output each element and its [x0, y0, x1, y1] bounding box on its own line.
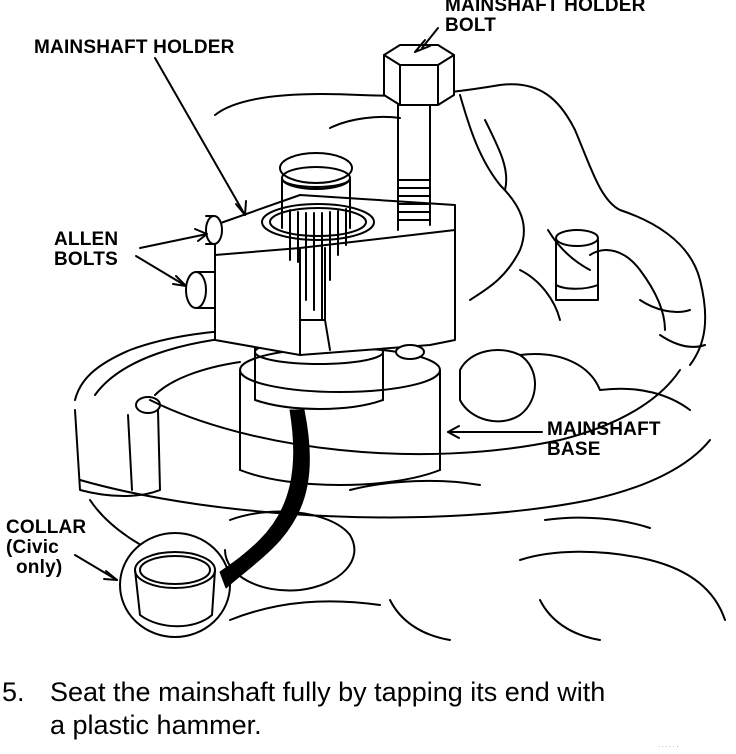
leader-lines [74, 27, 543, 581]
transmission-housing [74, 83, 726, 641]
mainshaft-installation-illustration [74, 27, 726, 641]
collar-position-arc [219, 409, 310, 589]
allen-bolts [185, 215, 223, 309]
label-allen-bolts: ALLEN BOLTS [54, 230, 118, 270]
label-mainshaft-holder-bolt: MAINSHAFT HOLDER BOLT [445, 0, 646, 36]
label-line: BOLTS [54, 249, 118, 270]
label-line: (Civic [6, 537, 59, 558]
label-line: MAINSHAFT HOLDER [445, 0, 646, 16]
label-mainshaft-holder: MAINSHAFT HOLDER [34, 37, 235, 58]
label-line: ALLEN [54, 229, 119, 250]
label-line: BASE [547, 439, 601, 460]
holder-nut [395, 344, 425, 360]
collar [119, 532, 231, 638]
label-line: only) [16, 557, 63, 578]
label-collar: COLLAR (Civic only) [6, 518, 86, 578]
label-mainshaft-base: MAINSHAFT BASE [547, 420, 661, 460]
mainshaft [279, 152, 353, 321]
mainshaft-holder-bolt [383, 44, 455, 231]
step-text: Seat the mainshaft fully by tapping its … [50, 676, 730, 742]
label-line: BOLT [445, 15, 497, 36]
step-number: 5. [2, 677, 25, 707]
page-footer-mark: · · · · · · [658, 744, 679, 750]
step-text-line: Seat the mainshaft fully by tapping its … [50, 677, 606, 707]
label-line: COLLAR [6, 517, 87, 538]
mainshaft-base [239, 339, 441, 486]
label-line: MAINSHAFT [547, 419, 661, 440]
step-text-line: a plastic hammer. [50, 710, 262, 740]
